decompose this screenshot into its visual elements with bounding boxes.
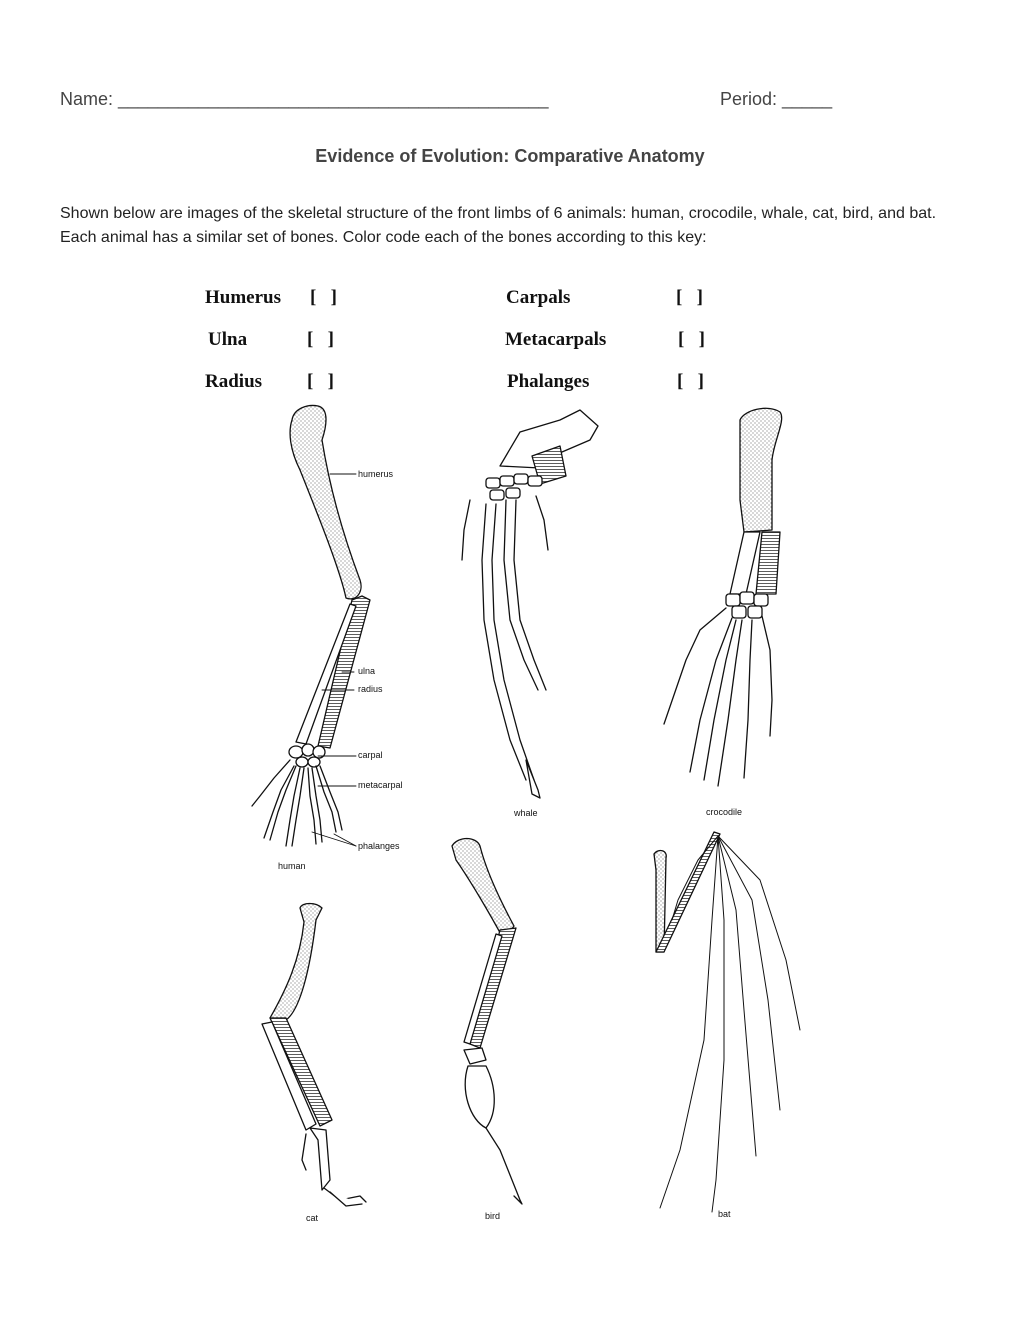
bird-hand <box>463 1047 523 1205</box>
key-humerus: Humerus [ ] <box>205 287 337 309</box>
bat-limb <box>653 831 801 1213</box>
key-label: Radius <box>205 371 263 392</box>
human-limb <box>251 404 371 847</box>
label-whale: whale <box>513 808 538 818</box>
cat-paw <box>301 1127 367 1207</box>
bird-radius <box>463 933 503 1045</box>
label-bat: bat <box>718 1209 731 1219</box>
label-human: human <box>278 861 306 871</box>
key-label: Ulna <box>208 329 248 350</box>
crocodile-limb <box>663 407 783 787</box>
bat-forearm <box>655 831 721 953</box>
whale-carpals <box>485 473 543 501</box>
key-carpals: Carpals [ ] <box>506 287 703 309</box>
key-checkbox[interactable]: [ ] <box>678 329 705 350</box>
label-crocodile: crocodile <box>706 807 742 817</box>
bird-humerus <box>451 837 515 941</box>
key-phalanges: Phalanges [ ] <box>507 371 704 393</box>
human-humerus <box>289 404 362 600</box>
label-carpal: carpal <box>358 750 383 760</box>
instructions-paragraph: Shown below are images of the skeletal s… <box>60 205 937 246</box>
key-checkbox[interactable]: [ ] <box>307 371 334 392</box>
label-humerus: humerus <box>358 469 394 479</box>
period-field[interactable]: Period: _____ <box>720 89 833 109</box>
label-cat: cat <box>306 1213 319 1223</box>
key-radius: Radius [ ] <box>205 371 334 393</box>
human-carpals <box>288 743 326 768</box>
label-radius: radius <box>358 684 383 694</box>
name-field[interactable]: Name: __________________________________… <box>60 89 549 109</box>
key-metacarpals: Metacarpals [ ] <box>505 329 705 351</box>
whale-limb <box>461 409 599 799</box>
key-label: Carpals <box>506 287 571 308</box>
whale-radius-ulna <box>531 445 567 485</box>
label-bird: bird <box>485 1211 500 1221</box>
label-ulna: ulna <box>358 666 375 676</box>
crocodile-humerus <box>739 407 783 533</box>
crocodile-digits <box>663 607 773 787</box>
crocodile-radius <box>729 531 761 595</box>
cat-ulna <box>269 1017 333 1127</box>
crocodile-carpals <box>725 591 769 619</box>
key-ulna: Ulna [ ] <box>208 329 334 351</box>
crocodile-ulna <box>755 531 781 595</box>
cat-radius <box>261 1021 317 1131</box>
key-checkbox[interactable]: [ ] <box>676 287 703 308</box>
figure-labels: humerus ulna radius carpal metacarpal ph… <box>278 469 742 1223</box>
cat-limb <box>261 902 367 1207</box>
label-metacarpal: metacarpal <box>358 780 403 790</box>
key-checkbox[interactable]: [ ] <box>310 287 337 308</box>
page-title: Evidence of Evolution: Comparative Anato… <box>315 146 705 166</box>
cat-humerus <box>269 902 323 1021</box>
key-label: Humerus <box>205 287 281 308</box>
key-label: Phalanges <box>507 371 590 392</box>
key-checkbox[interactable]: [ ] <box>677 371 704 392</box>
bat-digits <box>659 835 801 1213</box>
bird-limb <box>451 837 523 1205</box>
key-checkbox[interactable]: [ ] <box>307 329 334 350</box>
label-phalanges: phalanges <box>358 841 400 851</box>
human-digits <box>251 759 343 847</box>
key-label: Metacarpals <box>505 329 607 350</box>
whale-digits <box>461 495 549 799</box>
